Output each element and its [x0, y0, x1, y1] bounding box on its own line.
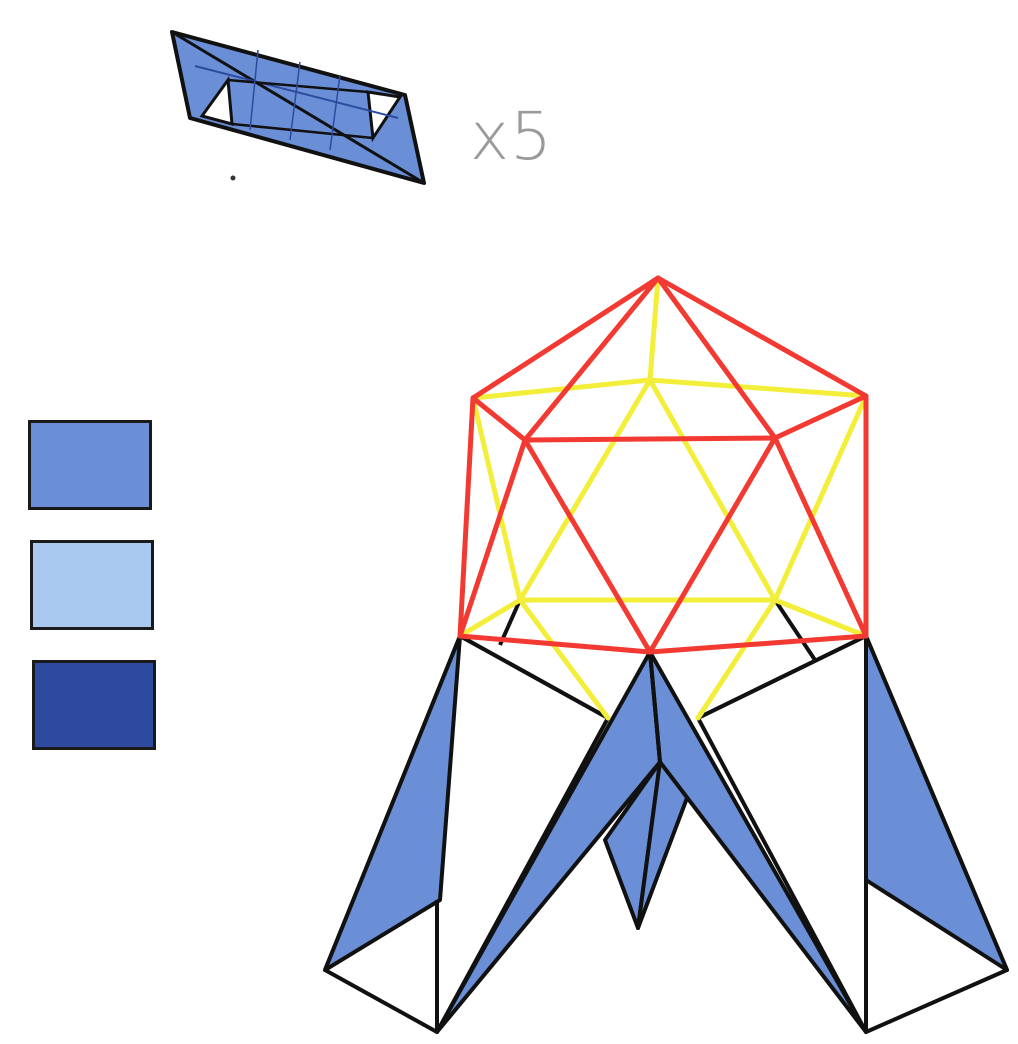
swatch-dark-blue: [32, 660, 156, 750]
swatch-light-blue: [30, 540, 154, 630]
leg-structure: [325, 600, 1007, 1032]
unit-count-label: x5: [470, 104, 553, 170]
unit-dot: [231, 176, 236, 181]
swatch-medium-blue: [28, 420, 152, 510]
folded-unit: [172, 32, 424, 183]
